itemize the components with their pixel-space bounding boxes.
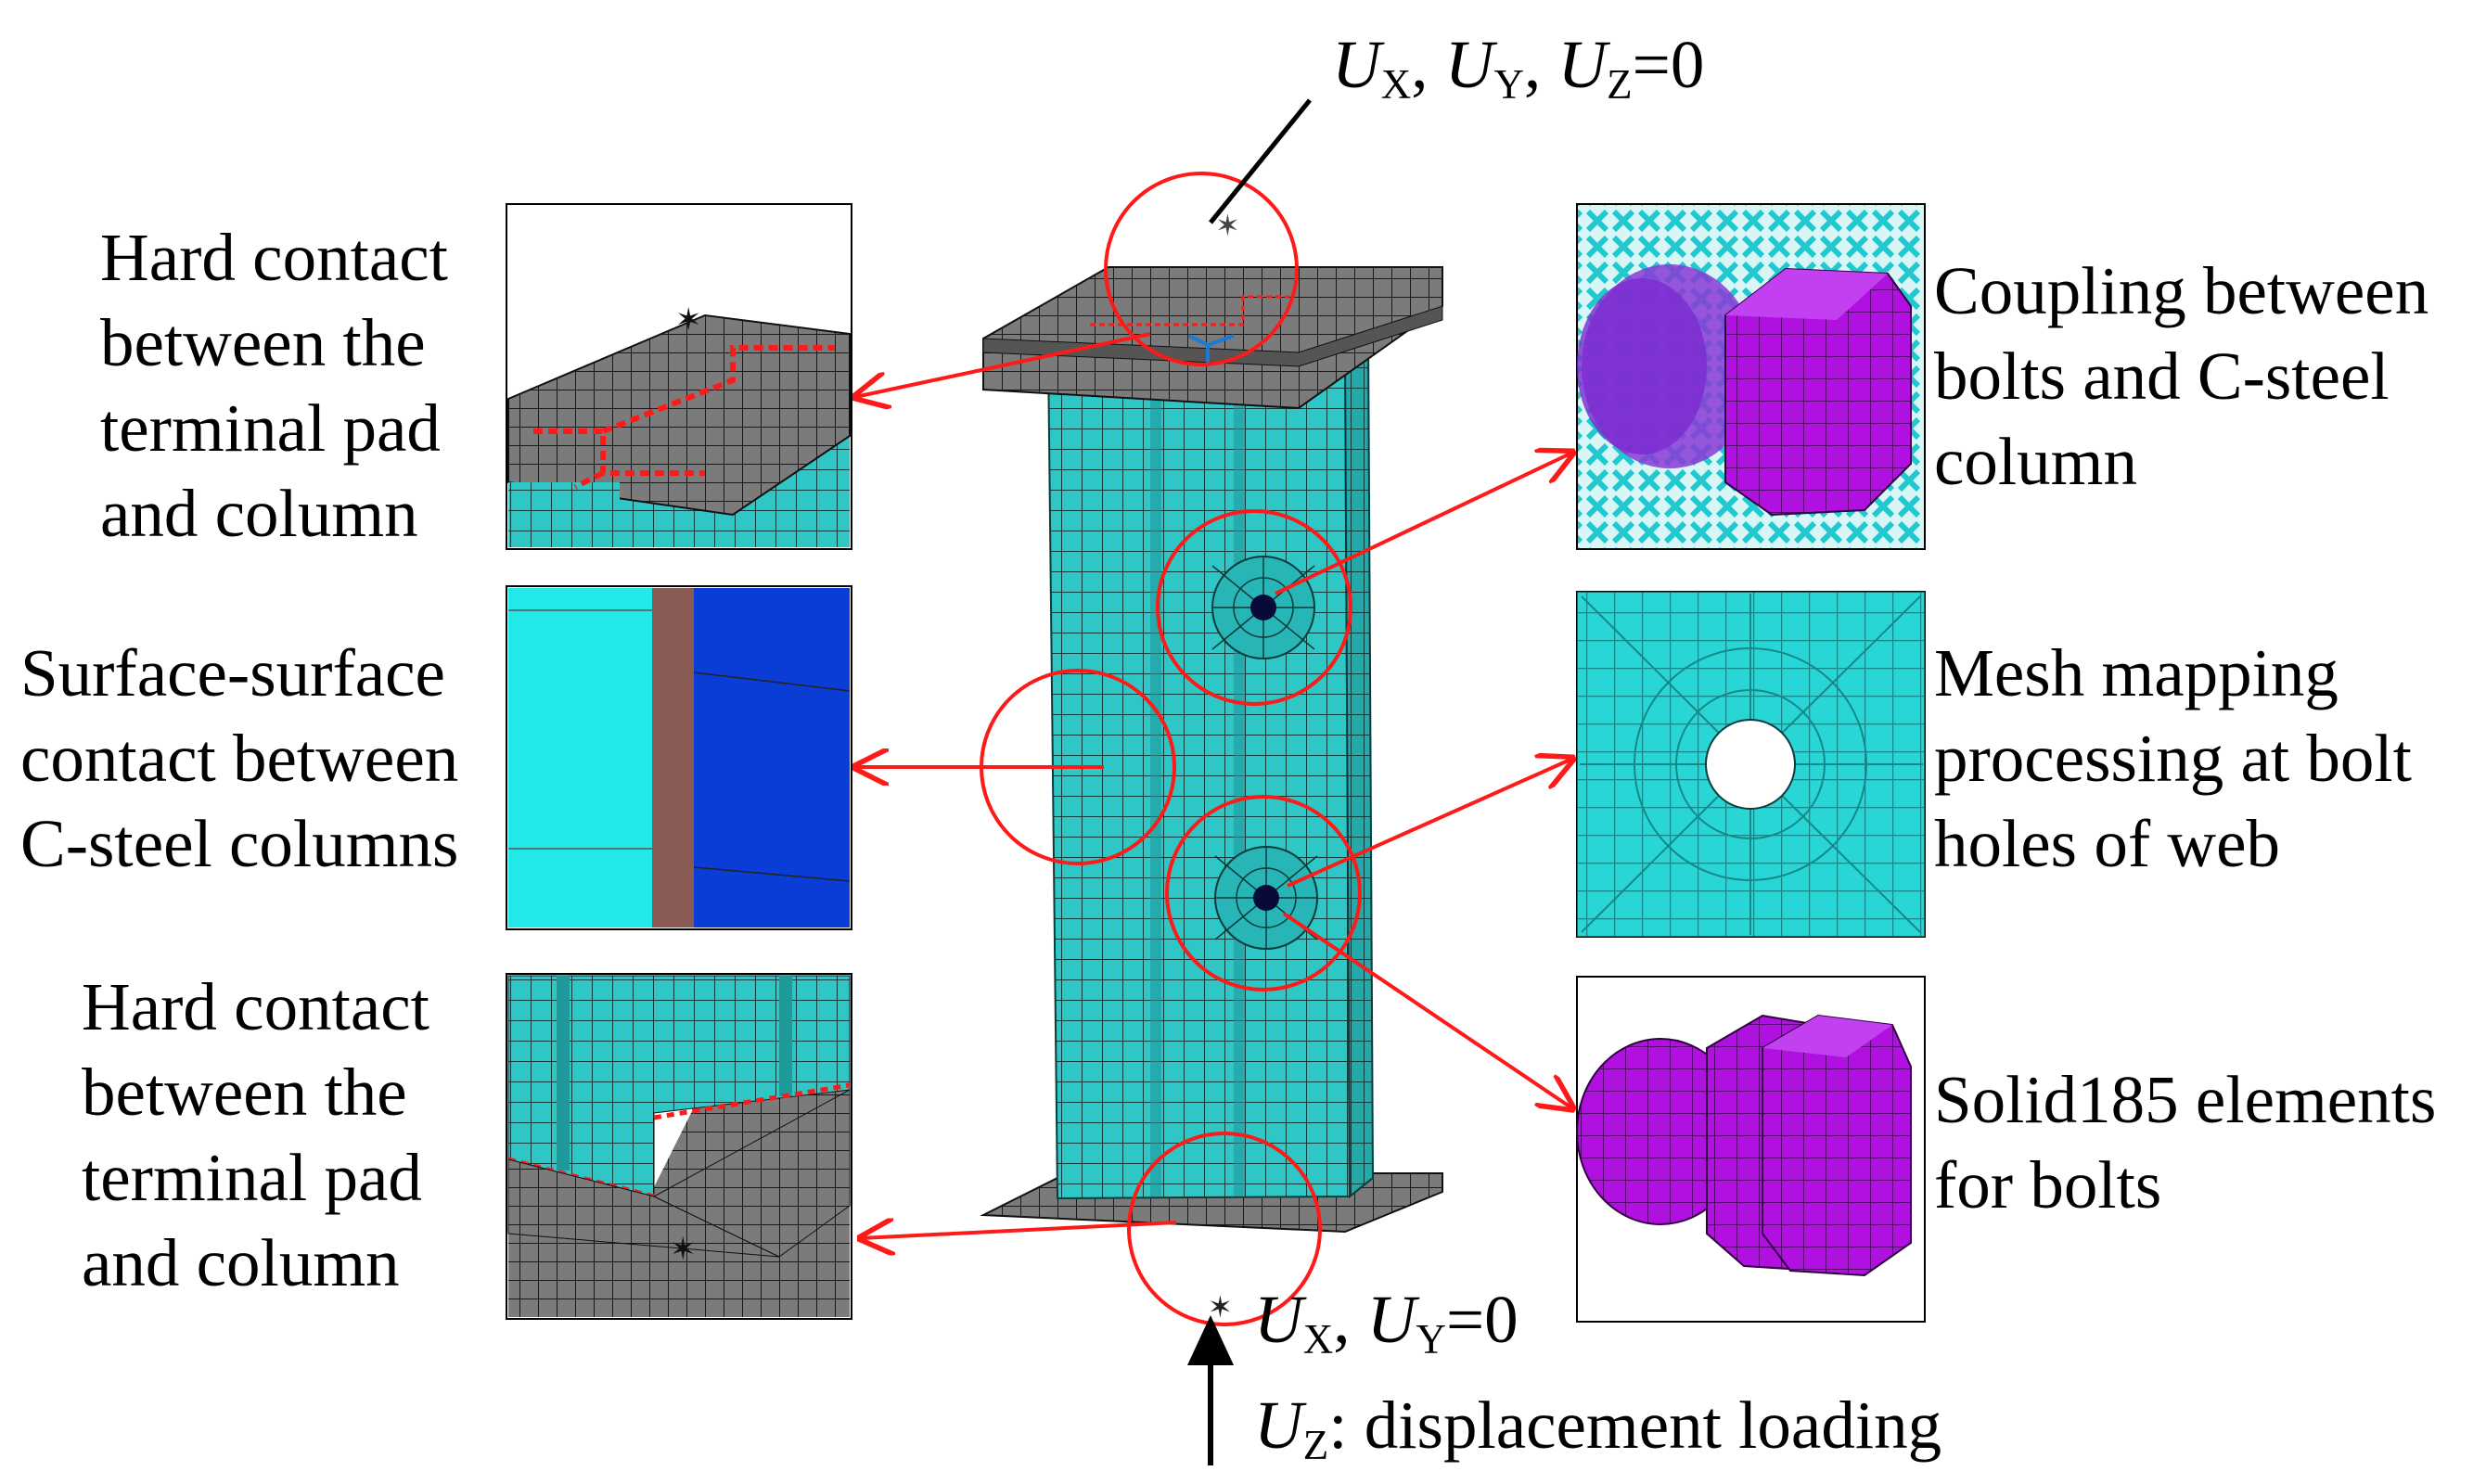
label-line: bolts and C-steel bbox=[1934, 339, 2390, 414]
label-line: between the bbox=[100, 305, 426, 380]
upper-bolt-hole-mesh bbox=[1211, 556, 1315, 659]
panel-mid-right bbox=[1576, 591, 1926, 938]
label-line: terminal pad bbox=[82, 1140, 422, 1215]
panel-top-left-star: ✶ bbox=[675, 301, 702, 339]
loading-condition: UZ: displacement loading bbox=[1254, 1388, 1942, 1469]
panel-bottom-left: ✶ bbox=[506, 973, 852, 1320]
panel-mid-left bbox=[506, 585, 852, 930]
panel-bottom-left-star: ✶ bbox=[670, 1231, 697, 1268]
bottom-boundary-condition: UX, UY=0 bbox=[1254, 1282, 1519, 1363]
bolt-hole bbox=[1705, 719, 1796, 810]
label-line: terminal pad bbox=[100, 390, 441, 466]
top-boundary-condition: UX, UY, UZ=0 bbox=[1332, 27, 1705, 109]
leader-arrows bbox=[855, 332, 1572, 1238]
label-line: between the bbox=[82, 1055, 407, 1130]
label-line: column bbox=[1934, 424, 2137, 499]
column-front-face bbox=[1046, 352, 1352, 1200]
label-line: for bolts bbox=[1934, 1147, 2162, 1222]
label-line: C-steel columns bbox=[20, 806, 459, 881]
arrow-to-bottom-right bbox=[1282, 912, 1572, 1108]
label-line: Solid185 elements bbox=[1934, 1062, 2437, 1137]
lower-bolt-hole-mesh bbox=[1214, 846, 1318, 950]
label-mid-right: Mesh mapping processing at bolt holes of… bbox=[1934, 631, 2481, 887]
loading-arrow bbox=[1187, 1315, 1234, 1465]
arrow-to-top-right bbox=[1275, 453, 1572, 595]
bottom-support-circle bbox=[1127, 1132, 1322, 1326]
label-bottom-right: Solid185 elements for bolts bbox=[1934, 1057, 2481, 1228]
label-bottom-left: Hard contact between the terminal pad an… bbox=[82, 965, 481, 1306]
label-top-right: Coupling between bolts and C-steel colum… bbox=[1934, 249, 2481, 505]
panel-top-right bbox=[1576, 203, 1926, 550]
lower-bolt-hole bbox=[1253, 885, 1279, 911]
label-line: Surface-surface bbox=[20, 635, 445, 710]
label-line: and column bbox=[100, 476, 418, 551]
label-line: Mesh mapping bbox=[1934, 635, 2339, 710]
panel-top-left: ✶ bbox=[506, 203, 852, 550]
panel-bottom-right bbox=[1576, 976, 1926, 1323]
arrow-to-top-left bbox=[855, 332, 1151, 397]
top-bc-leader bbox=[1209, 98, 1312, 224]
label-line: Hard contact bbox=[100, 220, 448, 295]
arrow-to-mid-right bbox=[1287, 759, 1572, 888]
upper-bolt-hole bbox=[1250, 595, 1276, 620]
label-mid-left: Surface-surface contact between C-steel … bbox=[20, 631, 503, 887]
label-top-left: Hard contact between the terminal pad an… bbox=[100, 215, 490, 556]
label-line: Coupling between bbox=[1934, 253, 2429, 328]
label-line: processing at bolt bbox=[1934, 721, 2412, 796]
label-line: holes of web bbox=[1934, 806, 2281, 881]
top-support-circle bbox=[1104, 172, 1299, 366]
lower-bolt-circle bbox=[1165, 795, 1362, 991]
arrow-to-bottom-left bbox=[861, 1222, 1177, 1238]
label-line: and column bbox=[82, 1225, 400, 1300]
label-line: Hard contact bbox=[82, 969, 429, 1044]
column-side-face bbox=[1343, 331, 1375, 1199]
upper-bolt-circle bbox=[1156, 509, 1352, 706]
label-line: contact between bbox=[20, 721, 459, 796]
